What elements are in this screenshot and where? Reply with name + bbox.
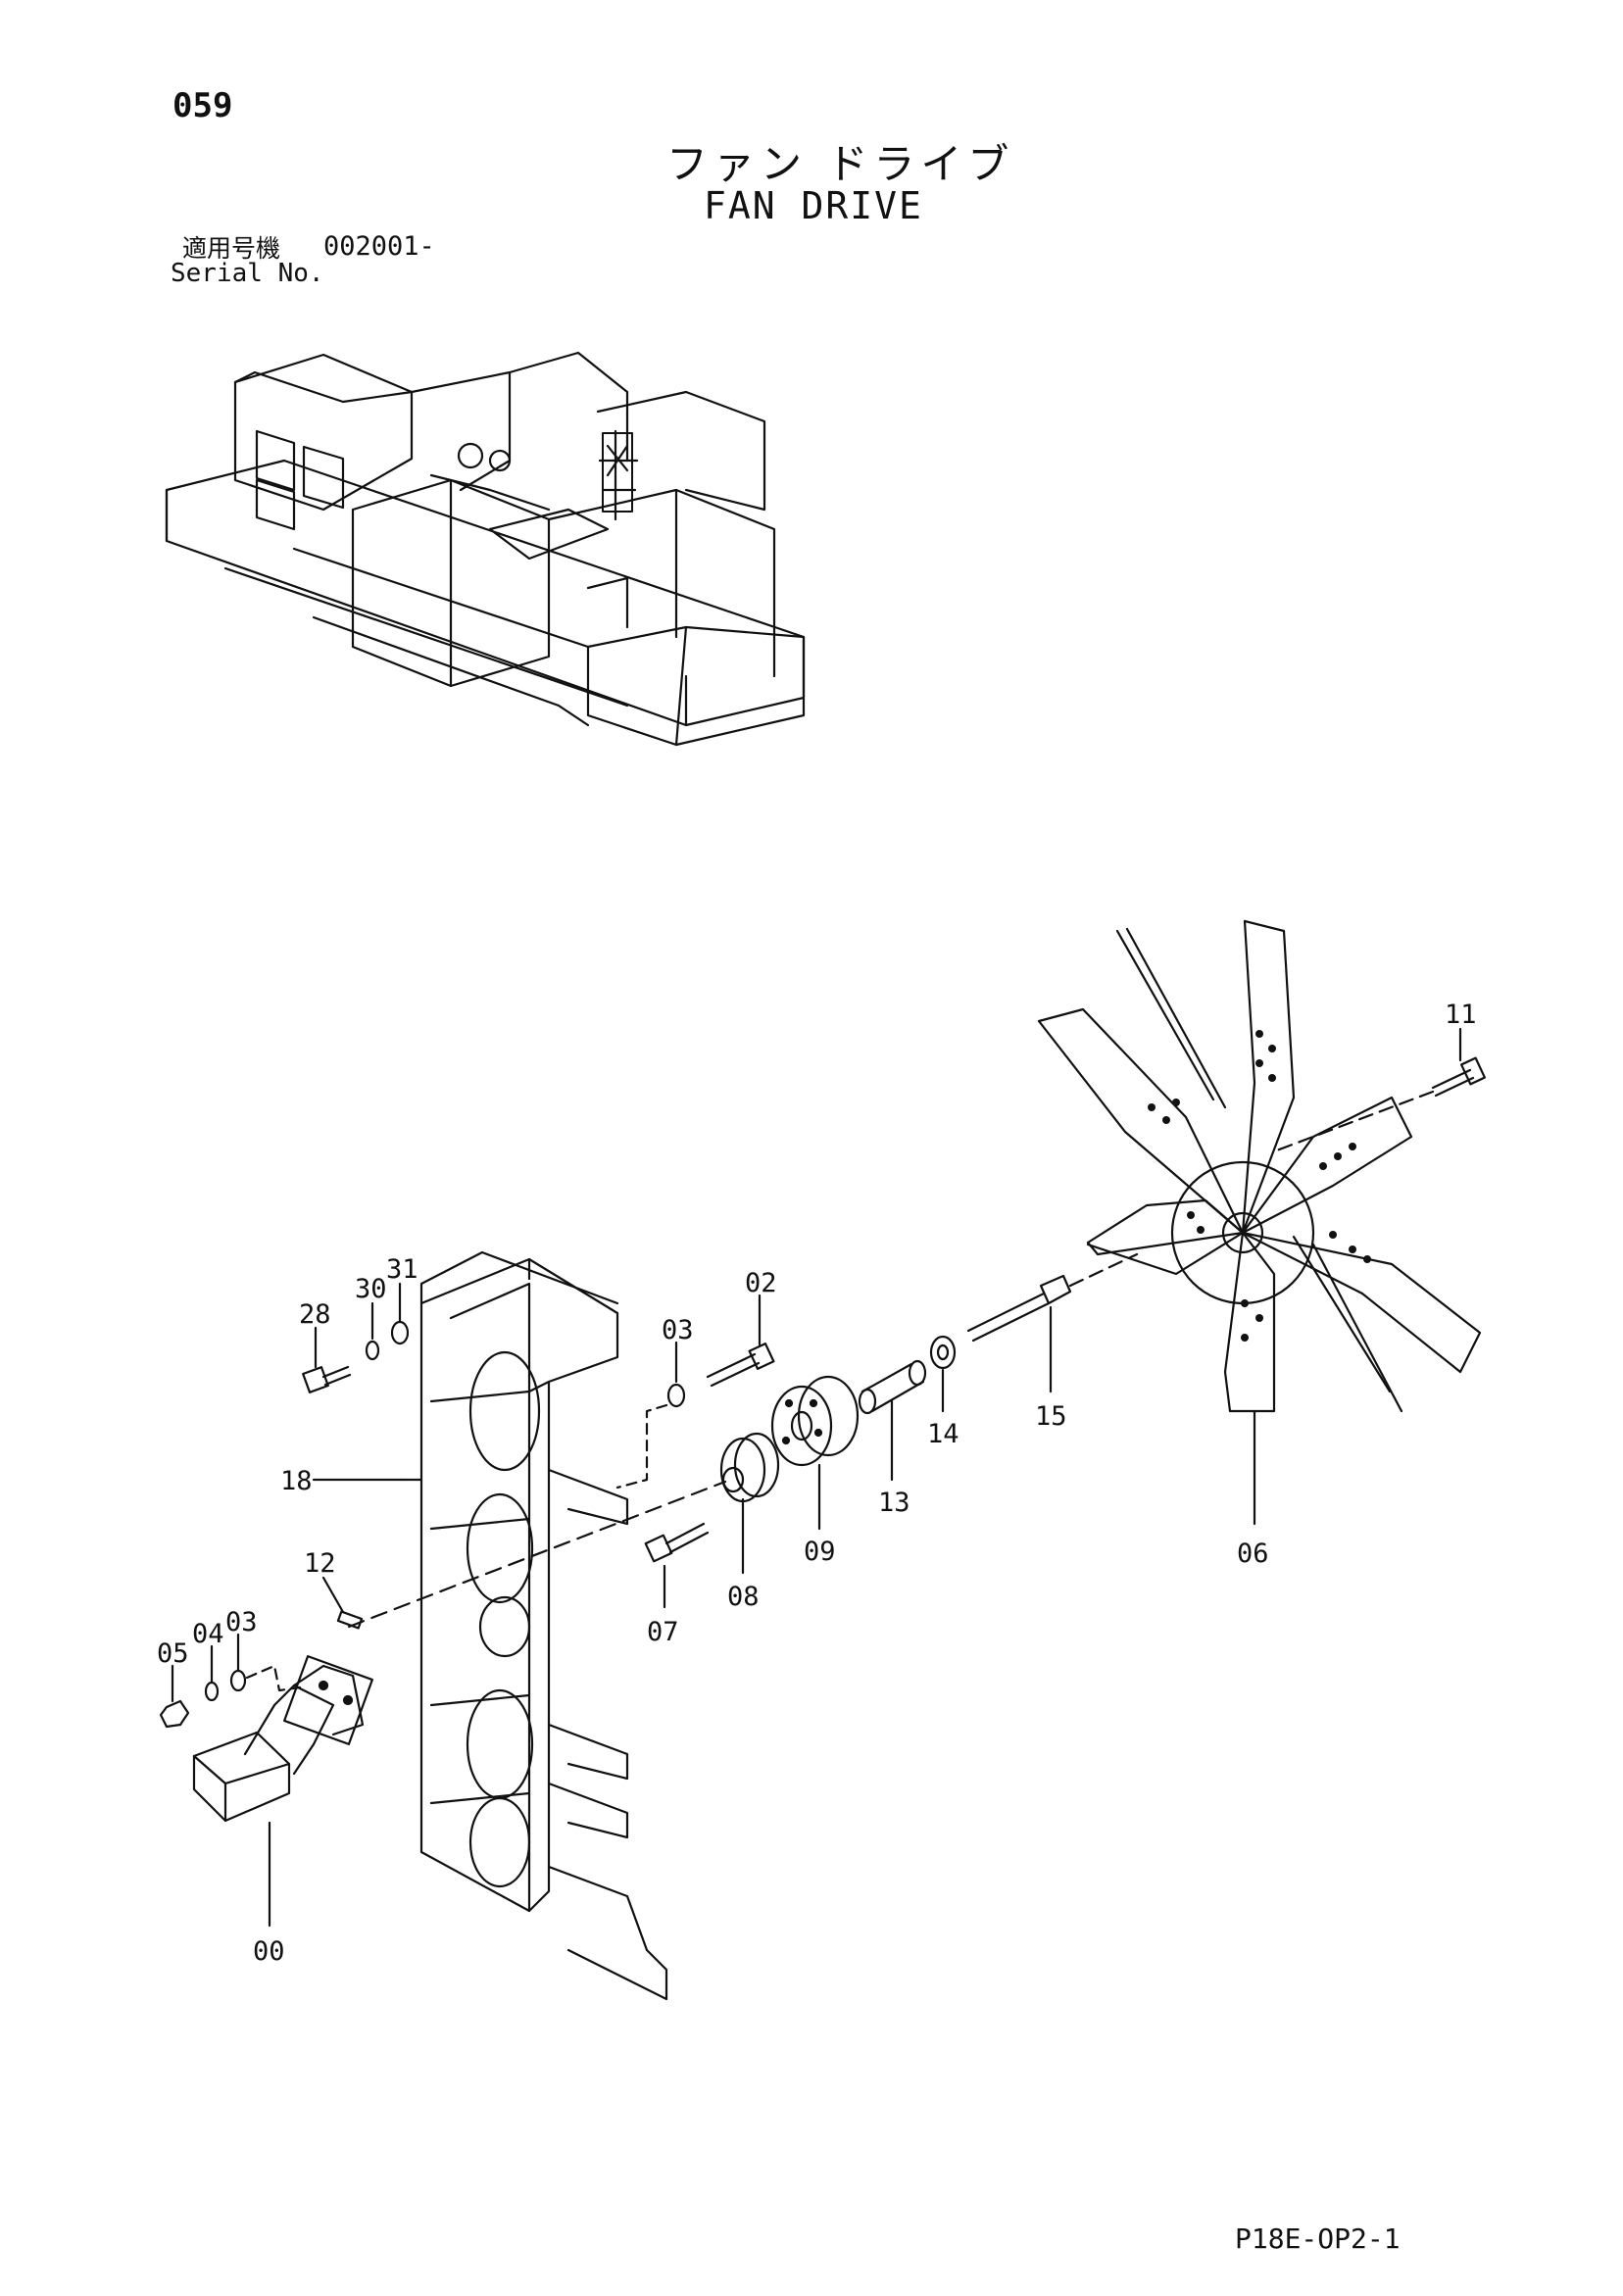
washer-part-03-upper <box>615 1341 686 1490</box>
bolt-part-11 <box>1272 1027 1486 1153</box>
frame-part-18 <box>312 1250 668 2001</box>
serial-label-japanese: 適用号機 <box>182 234 281 263</box>
washer-part-14 <box>929 1335 957 1413</box>
callout-03-lower: 03 <box>225 1607 258 1637</box>
drawing-code: P18E-OP2-1 <box>1235 2223 1401 2255</box>
callout-11: 11 <box>1445 1000 1477 1030</box>
callout-31: 31 <box>386 1254 418 1285</box>
title-english: FAN DRIVE <box>704 184 923 227</box>
callout-03-upper: 03 <box>662 1315 694 1345</box>
callout-15: 15 <box>1035 1401 1067 1432</box>
callout-07: 07 <box>647 1617 679 1647</box>
callout-12: 12 <box>304 1548 336 1579</box>
washer-part-04 <box>204 1644 220 1702</box>
spacer-part-13 <box>858 1359 927 1482</box>
washer-part-31 <box>390 1282 410 1345</box>
nut-part-05 <box>159 1664 190 1729</box>
fan-assembly-part-06 <box>1037 919 1482 1526</box>
pulley-part-09 <box>770 1375 860 1531</box>
bolt-part-07 <box>644 1522 710 1609</box>
callout-09: 09 <box>804 1537 836 1567</box>
callout-30: 30 <box>355 1274 387 1304</box>
callout-06: 06 <box>1237 1539 1269 1569</box>
hub-part-08 <box>719 1432 780 1575</box>
washer-part-03-lower <box>229 1633 302 1692</box>
serial-value: 002001- <box>323 231 435 262</box>
callout-14: 14 <box>927 1419 959 1449</box>
serial-label-english: Serial No. <box>171 259 324 288</box>
callout-05: 05 <box>157 1638 189 1669</box>
pin-part-12 <box>321 1576 364 1630</box>
bolt-part-28 <box>302 1326 352 1393</box>
callout-04: 04 <box>192 1619 224 1649</box>
page-number: 059 <box>172 86 233 125</box>
machine-overview-illustration <box>165 351 806 747</box>
callout-labels: 00 02 03 03 04 05 06 07 08 09 11 12 13 1… <box>157 1000 1477 1967</box>
bolt-part-15 <box>966 1252 1139 1393</box>
callout-00: 00 <box>253 1936 285 1967</box>
callout-02: 02 <box>745 1268 777 1298</box>
motor-part-00 <box>192 1655 373 1928</box>
title-japanese: ファン ドライブ <box>666 140 1015 188</box>
callout-18: 18 <box>280 1466 313 1496</box>
callout-13: 13 <box>878 1488 910 1518</box>
washer-part-30 <box>365 1301 380 1361</box>
callout-08: 08 <box>727 1582 760 1612</box>
callout-28: 28 <box>299 1299 331 1330</box>
bolt-part-02 <box>706 1294 775 1388</box>
